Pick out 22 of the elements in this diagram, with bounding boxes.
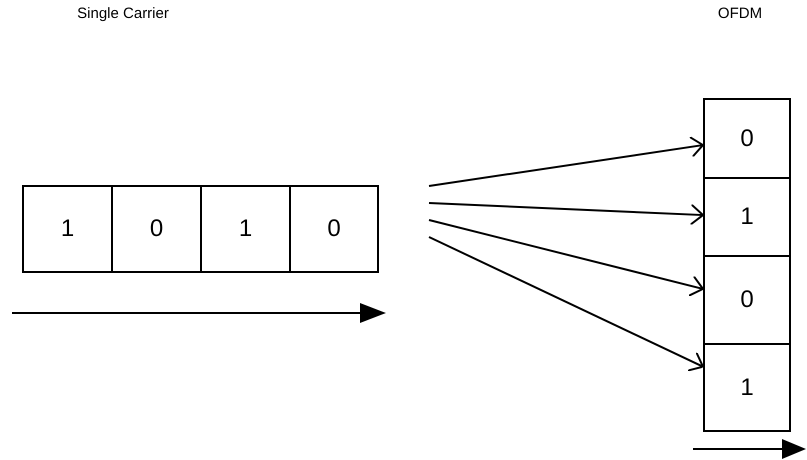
bit-cell — [200, 185, 291, 273]
arrow — [428, 236, 704, 372]
bit-value: 1 — [740, 203, 754, 231]
heading: Single Carrier — [77, 5, 169, 22]
bit-cell — [703, 177, 791, 257]
bit-cell — [703, 98, 791, 179]
arrow — [428, 136, 704, 187]
bit-value: 0 — [740, 124, 754, 152]
bit-cell — [111, 185, 202, 273]
bit-cell — [289, 185, 379, 273]
bit-cell — [22, 185, 113, 273]
arrow — [428, 219, 704, 297]
bit-cell — [703, 343, 791, 432]
bit-value: 0 — [740, 286, 754, 314]
arrow — [428, 202, 704, 226]
bit-value: 0 — [327, 215, 341, 243]
bit-value: 1 — [238, 215, 252, 243]
bit-cell — [703, 255, 791, 345]
bit-value: 1 — [60, 215, 74, 243]
heading: OFDM — [718, 5, 762, 22]
bit-value: 1 — [740, 374, 754, 402]
bit-value: 0 — [150, 215, 164, 243]
